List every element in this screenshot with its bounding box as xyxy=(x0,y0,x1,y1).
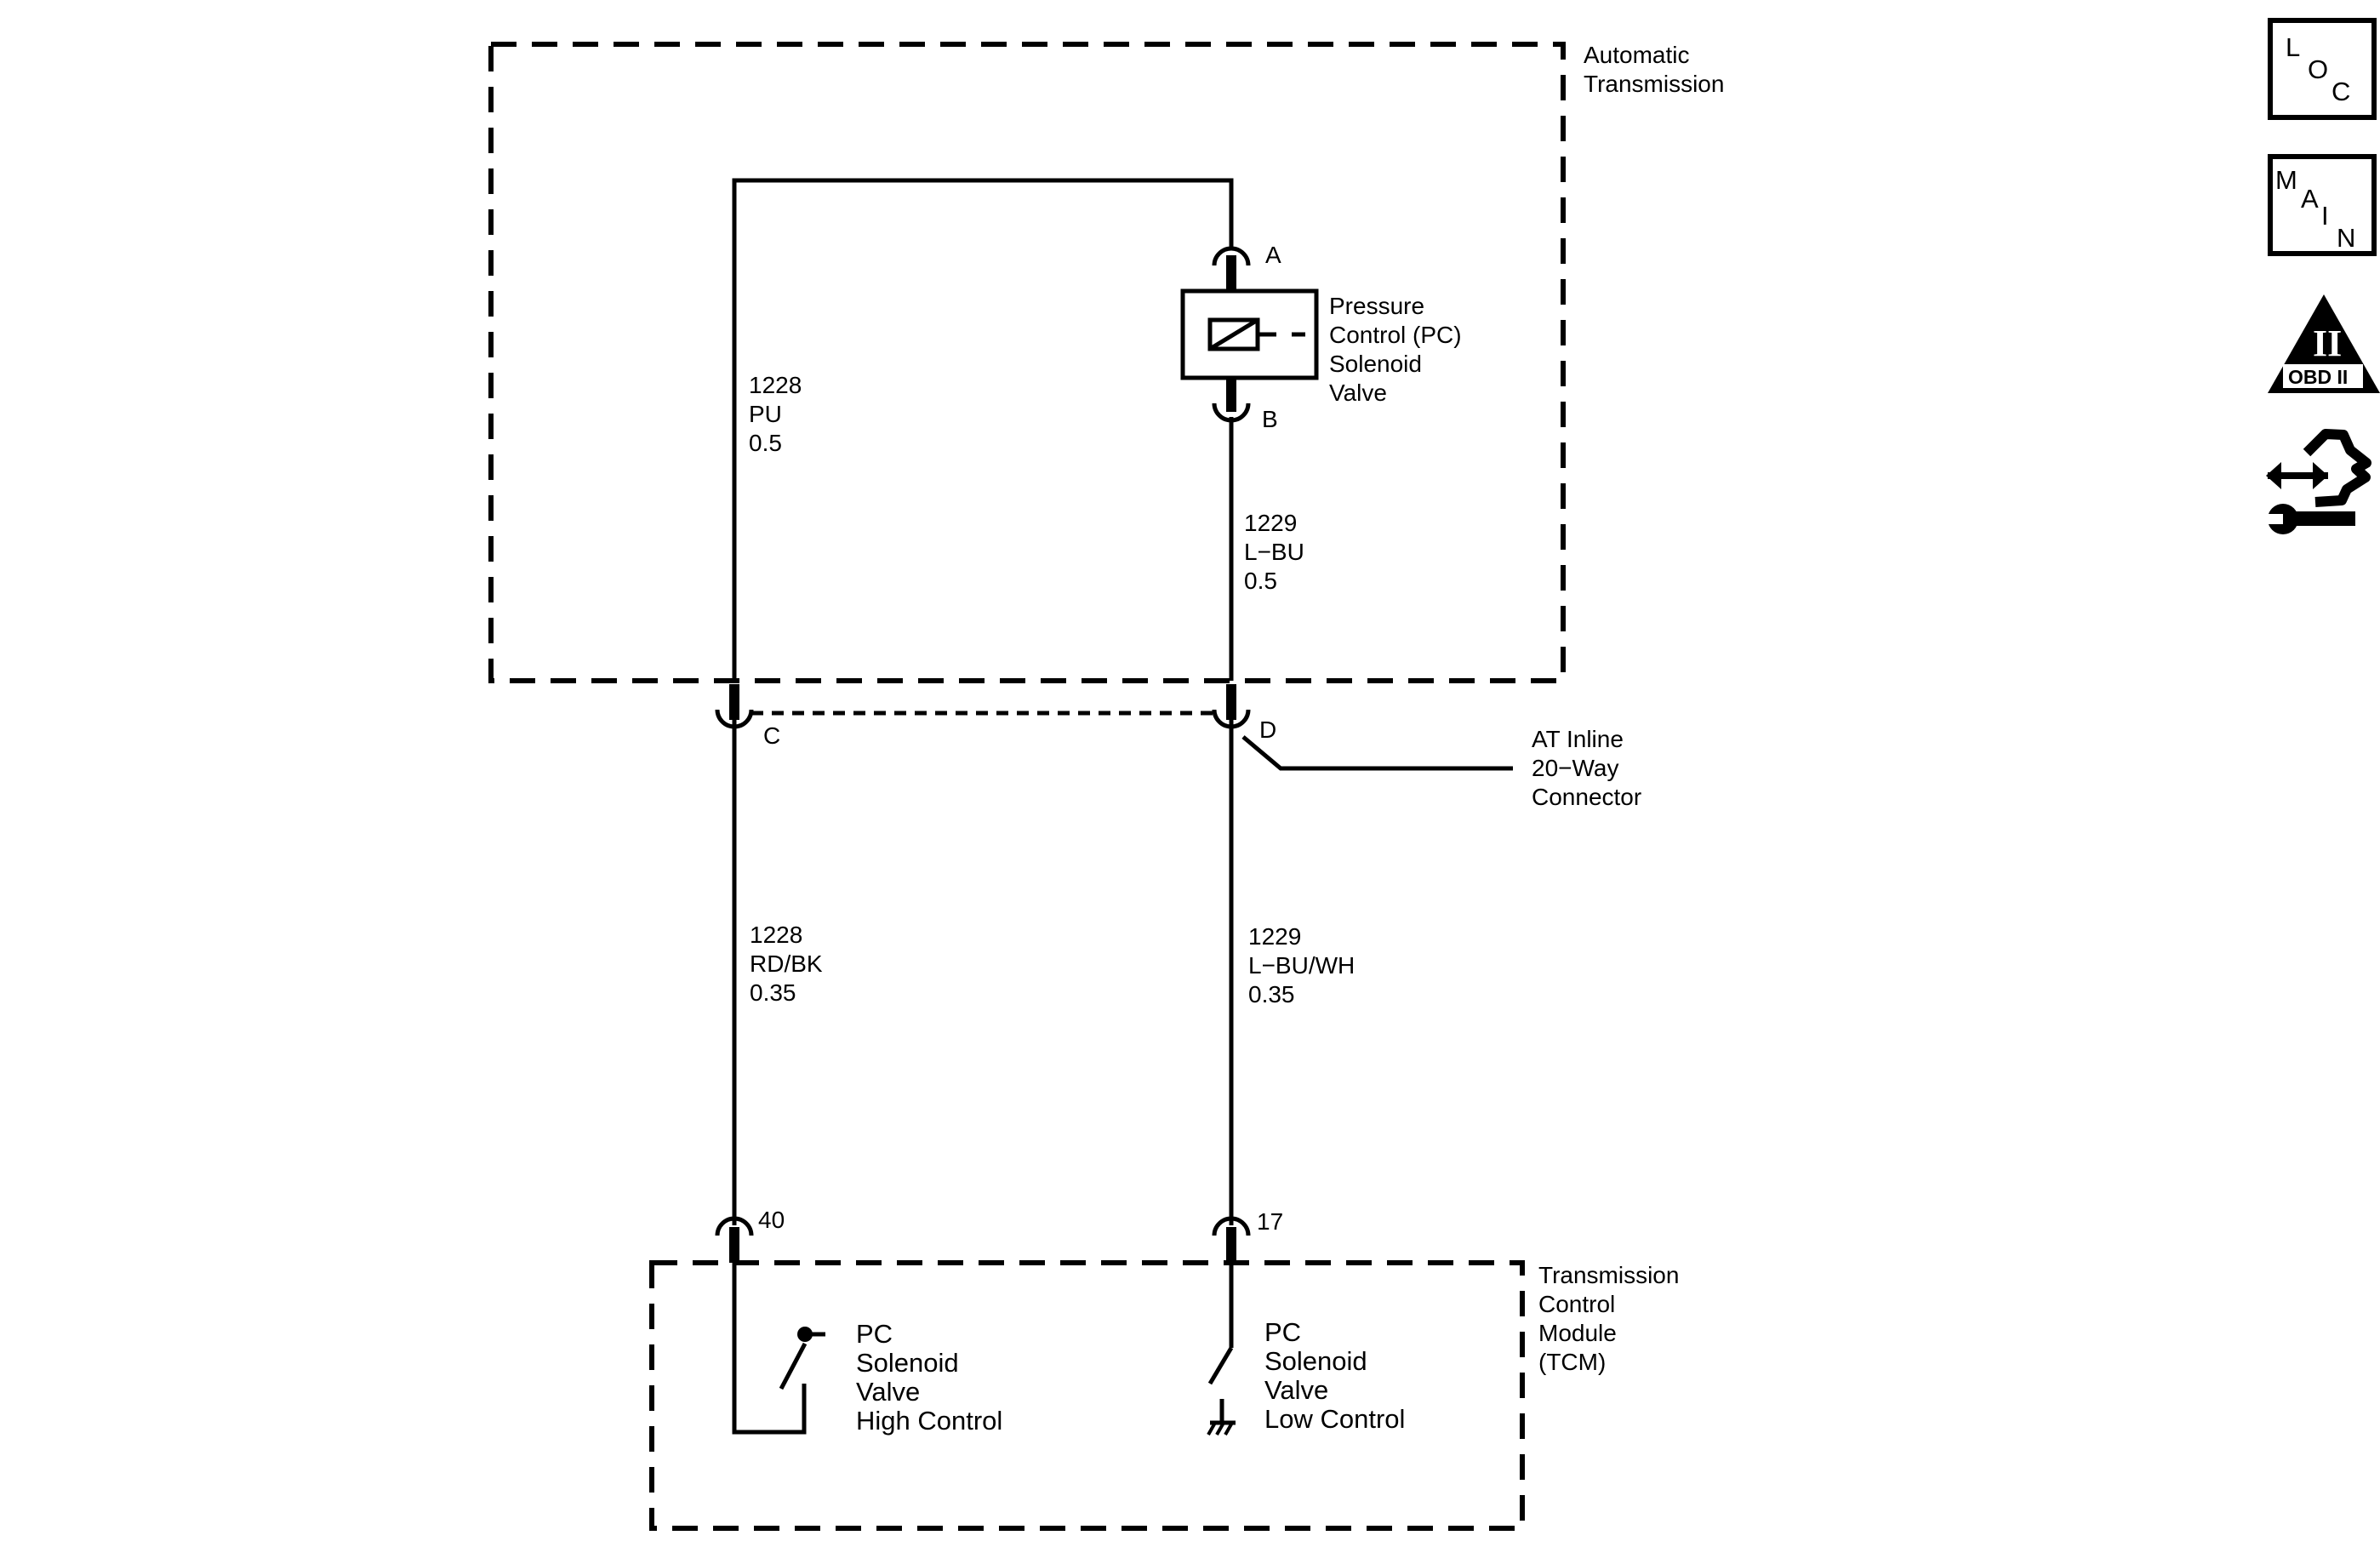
pc-solenoid-coil-diag xyxy=(1208,317,1259,351)
pin-40-label: 40 xyxy=(758,1207,785,1233)
terminal-d-label: D xyxy=(1259,716,1276,743)
tcm-boundary xyxy=(649,1260,1525,1531)
svg-text:C: C xyxy=(2331,77,2350,106)
inline-connector-leader xyxy=(1241,735,1513,771)
low-control-label: PC Solenoid Valve Low Control xyxy=(1264,1317,1405,1434)
svg-text:N: N xyxy=(2337,223,2355,253)
svg-text:OBD II: OBD II xyxy=(2288,366,2348,388)
terminal-b-socket xyxy=(1212,402,1251,423)
wire-1228-upper-label: 1228 PU 0.5 xyxy=(749,372,808,456)
wire-1228-upper xyxy=(732,178,1234,681)
terminal-c-label: C xyxy=(763,722,780,749)
diagnostic-tools-button[interactable] xyxy=(2263,429,2371,534)
terminal-a-label: A xyxy=(1265,242,1281,268)
svg-text:M: M xyxy=(2275,165,2297,195)
svg-text:L: L xyxy=(2286,32,2300,62)
loc-button[interactable]: L O C xyxy=(2268,18,2377,120)
low-control-switch-blade xyxy=(1207,1346,1234,1385)
pc-solenoid-label: Pressure Control (PC) Solenoid Valve xyxy=(1329,293,1468,406)
wire-1228-lower-label: 1228 RD/BK 0.35 xyxy=(750,922,829,1006)
pin-17-label: 17 xyxy=(1257,1208,1283,1235)
pin-40-socket xyxy=(715,1216,754,1236)
automatic-transmission-boundary xyxy=(488,42,1566,683)
terminal-a-socket xyxy=(1212,246,1251,266)
wire-1229-lower-label: 1229 L−BU/WH 0.35 xyxy=(1248,923,1361,1007)
svg-text:O: O xyxy=(2308,54,2328,84)
inline-connector-label: AT Inline 20−Way Connector xyxy=(1532,726,1641,810)
pc-solenoid-body xyxy=(1180,288,1319,380)
main-button[interactable]: M A I N xyxy=(2268,154,2377,256)
svg-text:I: I xyxy=(2321,201,2329,231)
pin-17-socket xyxy=(1212,1216,1251,1236)
obd-ii-button[interactable]: II OBD II xyxy=(2268,294,2380,393)
automatic-transmission-label: Automatic Transmission xyxy=(1584,42,1724,97)
ground-icon xyxy=(1207,1420,1236,1436)
high-control-circuit xyxy=(732,1263,807,1435)
svg-text:A: A xyxy=(2301,184,2319,214)
high-control-label: PC Solenoid Valve High Control xyxy=(856,1319,1002,1436)
terminal-b-label: B xyxy=(1262,406,1278,432)
tcm-label: Transmission Control Module (TCM) xyxy=(1538,1262,1686,1375)
high-control-switch-blade xyxy=(779,1342,808,1390)
svg-text:II: II xyxy=(2313,323,2342,364)
wire-1229-upper-label: 1229 L−BU 0.5 xyxy=(1244,510,1311,594)
diagnostic-tools-icon xyxy=(2263,429,2371,534)
